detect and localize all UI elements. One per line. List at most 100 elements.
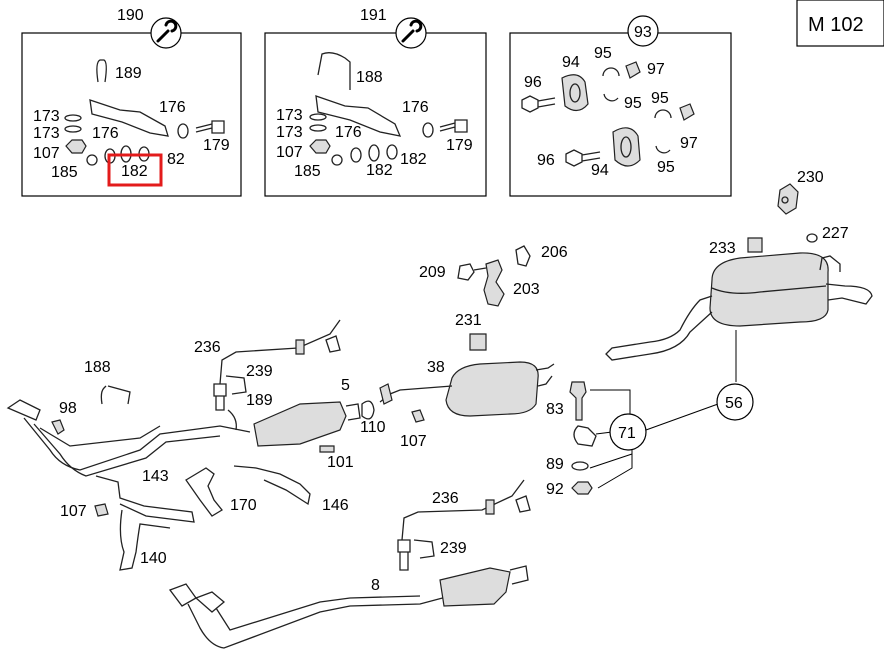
kit-number: 93 [634, 24, 652, 41]
callout-label: 56 [725, 395, 743, 412]
part-label: 5 [341, 377, 350, 394]
rubber-mount-hole [781, 196, 789, 204]
kit-part-label: 173 [33, 108, 60, 125]
kit-part-label: 173 [276, 124, 303, 141]
rubber-block [469, 333, 487, 351]
leader-lines [589, 330, 737, 489]
bracket-140 [119, 509, 171, 571]
model-label: M 102 [808, 14, 864, 36]
part-label: 146 [322, 497, 349, 514]
part-label: 110 [360, 419, 386, 436]
washer-89 [571, 461, 589, 471]
kit-part-label: 185 [51, 164, 78, 181]
kit-number-circle [627, 15, 659, 47]
nut-92 [571, 481, 593, 495]
clamp-ring [806, 233, 818, 243]
bracket-170 [185, 467, 223, 517]
oxygen-sensor-lower [397, 479, 531, 571]
nut-107b [411, 409, 425, 423]
kit-part-label: 188 [356, 69, 383, 86]
kit-number: 191 [360, 7, 387, 24]
kit-part-label: 107 [33, 145, 60, 162]
kit-190-panel: 190 189 173 173 176 176 107 185 82 179 1… [21, 7, 242, 197]
part-label: 140 [140, 550, 167, 567]
model-label-box [796, 0, 884, 47]
part-label: 83 [546, 401, 564, 418]
highlighted-part-label[interactable]: 182 [121, 163, 148, 180]
wrench-icon [150, 17, 182, 49]
part-label: 239 [246, 363, 273, 380]
part-label: 236 [432, 490, 459, 507]
rear-muffler [605, 252, 873, 361]
kit-part-label: 185 [294, 163, 321, 180]
kit-part-label: 94 [591, 162, 609, 179]
kit-part-label: 95 [651, 90, 669, 107]
callout-71 [609, 413, 647, 451]
kit-part-label: 82 [167, 151, 185, 168]
kit-part-label: 95 [624, 95, 642, 112]
clamp-71 [573, 425, 597, 447]
part-label: 230 [797, 169, 824, 186]
gasket-110 [361, 400, 375, 420]
bolt-101 [319, 445, 335, 453]
part-label: 98 [59, 400, 77, 417]
kit-part-label: 179 [203, 137, 230, 154]
kit-number: 190 [117, 7, 144, 24]
part-label: 107 [60, 503, 87, 520]
wrench-icon [395, 17, 427, 49]
callout-56 [716, 383, 754, 421]
part-label: 92 [546, 481, 564, 498]
bolt [51, 419, 65, 435]
kit-part-label: 176 [335, 124, 362, 141]
part-label: 203 [513, 281, 540, 298]
kit-part-label: 173 [33, 125, 60, 142]
bolt-83 [569, 381, 587, 421]
kit-part-label: 97 [647, 61, 665, 78]
part-label: 231 [455, 312, 482, 329]
center-muffler [379, 361, 555, 417]
hanger-assembly [457, 245, 531, 307]
kit-93-panel: 93 96 94 95 97 95 95 97 96 94 95 [509, 15, 732, 197]
part-label: 189 [246, 392, 273, 409]
oxygen-sensor-upper [213, 319, 341, 411]
callout-label: 71 [618, 425, 636, 442]
highlight-box [107, 153, 163, 187]
kit-part-label: 95 [657, 159, 675, 176]
kit-part-label: 94 [562, 54, 580, 71]
part-label: 143 [142, 468, 169, 485]
part-label: 239 [440, 540, 467, 557]
kit-part-label: 96 [524, 74, 542, 91]
part-label: 233 [709, 240, 736, 257]
kit-part-label: 182 [400, 151, 427, 168]
kit-part-label: 107 [276, 144, 303, 161]
part-label: 170 [230, 497, 257, 514]
kit-part-label: 179 [446, 137, 473, 154]
kit-part-label: 173 [276, 107, 303, 124]
spacer [747, 237, 763, 253]
kit-part-label: 97 [680, 135, 698, 152]
kit-part-label: 96 [537, 152, 555, 169]
front-pipe-lower [168, 565, 529, 649]
bracket-143 [95, 475, 195, 523]
part-label: 38 [427, 359, 445, 376]
part-label: 236 [194, 339, 221, 356]
part-label: 8 [371, 577, 380, 594]
kit-part-label: 176 [159, 99, 186, 116]
u-clamp [100, 385, 131, 405]
part-label: 89 [546, 456, 564, 473]
kit-part-label: 189 [115, 65, 142, 82]
part-label: 209 [419, 264, 446, 281]
part-label: 227 [822, 225, 849, 242]
part-label: 206 [541, 244, 568, 261]
bracket-146 [233, 465, 311, 506]
kit-part-label: 176 [402, 99, 429, 116]
kit-part-label: 182 [366, 162, 393, 179]
main-part-labels: 230 227 233 209 206 203 231 236 239 188 … [59, 169, 849, 594]
part-label: 107 [400, 433, 427, 450]
front-pipe-upper [6, 399, 361, 477]
part-label: 101 [327, 454, 354, 471]
part-label: 188 [84, 359, 111, 376]
nut-107 [94, 503, 109, 517]
kit-191-panel: 191 188 173 173 176 176 107 185 182 182 … [264, 7, 487, 197]
